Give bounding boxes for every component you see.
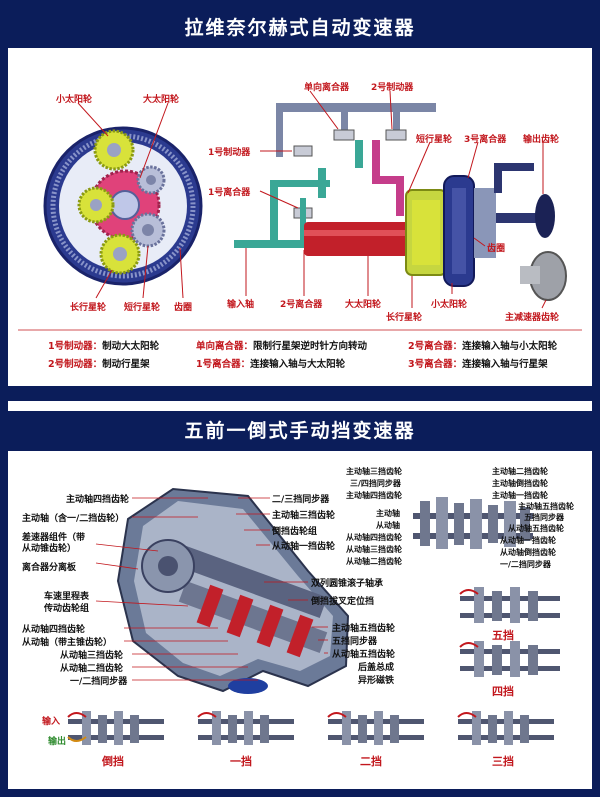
label-ring-right: 齿圈 xyxy=(487,244,506,254)
label-differential: 差速器组件（带 xyxy=(22,533,86,543)
label-output: 输出 xyxy=(48,737,67,747)
label-short-planet-right: 短行星轮 xyxy=(416,135,453,145)
label-r-driven-2nd: 从动轴二挡齿轮 xyxy=(346,557,402,566)
third-gear-diagram xyxy=(457,711,554,745)
legend-clutch-3: 3号离合器：连接输入轴与行星架 xyxy=(408,359,548,370)
caption-reverse-gear: 倒挡 xyxy=(102,755,124,768)
label-brake-1: 1号制动器 xyxy=(208,148,251,158)
label-drive-4th-gear: 主动轴四挡齿轮 xyxy=(66,495,130,505)
caption-fifth-gear: 五挡 xyxy=(492,629,514,642)
label-speedometer-2: 传动齿轮组 xyxy=(44,604,90,614)
legend-brake-1: 1号制动器：制动大太阳轮 xyxy=(48,341,160,352)
label-r-drive-4th: 主动轴四挡齿轮 xyxy=(346,491,402,500)
legend-one-way-clutch: 单向离合器：限制行星架逆时针方向转动 xyxy=(196,341,368,352)
label-clutch-release: 离合器分离板 xyxy=(22,563,77,573)
label-r-synchro-3-4: 三/四挡同步器 xyxy=(350,479,401,488)
label-r-driven-4th: 从动轴四挡齿轮 xyxy=(346,533,402,542)
label-driven-2nd-gear: 从动轴二挡齿轮 xyxy=(60,664,124,674)
caption-fourth-gear: 四挡 xyxy=(492,685,514,698)
label-reverse-gear-set: 倒挡齿轮组 xyxy=(272,527,318,537)
label-output-gear: 输出齿轮 xyxy=(523,135,560,145)
label-tapered-bearing: 双列圆锥滚子轴承 xyxy=(311,579,384,589)
label-drive-3rd-gear: 主动轴三挡齿轮 xyxy=(272,511,336,521)
label-driven-1st-gear: 从动轴一挡齿轮 xyxy=(272,542,336,552)
label-long-planet: 长行星轮 xyxy=(70,303,107,313)
label-driven-3rd-gear: 从动轴三挡齿轮 xyxy=(60,651,124,661)
label-big-sun: 大太阳轮 xyxy=(143,95,180,105)
label-synchro-5th: 五挡同步器 xyxy=(332,637,378,647)
label-clutch-1: 1号离合器 xyxy=(208,188,251,198)
label-r-driven-5th: 从动轴五挡齿轮 xyxy=(508,524,564,533)
label-speedometer: 车速里程表 xyxy=(44,592,90,602)
label-r-drive-reverse: 主动轴倒挡齿轮 xyxy=(492,479,548,488)
label-synchro-2-3: 二/三挡同步器 xyxy=(272,495,330,505)
label-long-planet-right: 长行星轮 xyxy=(386,313,423,323)
auto-transmission-illustration xyxy=(18,90,582,331)
label-r-synchro-5th: 五挡同步器 xyxy=(524,513,564,522)
label-driven-4th-gear: 从动轴四挡齿轮 xyxy=(22,625,86,635)
label-small-sun-right: 小太阳轮 xyxy=(431,300,468,310)
label-r-driven-reverse: 从动轴倒挡齿轮 xyxy=(500,548,556,557)
legend-brake-2: 2号制动器：制动行星架 xyxy=(48,359,150,370)
label-one-way-clutch: 单向离合器 xyxy=(304,83,350,93)
label-ring: 齿圈 xyxy=(174,303,193,313)
fourth-gear-diagram xyxy=(459,641,560,677)
caption-third-gear: 三挡 xyxy=(492,755,514,768)
label-r-drive-5th: 主动轴五挡齿轮 xyxy=(518,502,574,511)
label-r-drive-1st: 主动轴一挡齿轮 xyxy=(492,491,548,500)
exploded-gearset-drawing xyxy=(413,497,533,549)
label-reverse-fork-stop: 倒挡拔叉定位挡 xyxy=(311,597,375,607)
label-magnet: 异形磁铁 xyxy=(358,676,395,686)
label-input-shaft: 输入轴 xyxy=(227,300,255,310)
label-short-planet: 短行星轮 xyxy=(124,303,161,313)
label-rear-cover: 后盖总成 xyxy=(358,663,395,673)
label-driven-shaft: 从动轴（带主锥齿轮） xyxy=(22,638,113,648)
first-gear-diagram xyxy=(197,711,294,745)
label-differential-2: 从动锥齿轮） xyxy=(22,544,77,554)
manual-transmission-illustration xyxy=(67,487,560,745)
fifth-gear-diagram xyxy=(459,587,560,623)
label-brake-2: 2号制动器 xyxy=(371,83,414,93)
manual-transmission-title: 五前一倒式手动挡变速器 xyxy=(8,411,592,451)
label-drive-5th-gear: 主动轴五挡齿轮 xyxy=(332,624,396,634)
label-r-driven-1st: 从动轴一挡齿轮 xyxy=(500,536,556,545)
caption-first-gear: 一挡 xyxy=(230,755,252,768)
label-input: 输入 xyxy=(42,717,61,727)
legend-clutch-1: 1号离合器：连接输入轴与大太阳轮 xyxy=(196,359,346,370)
label-small-sun: 小太阳轮 xyxy=(56,95,93,105)
label-big-sun-right: 大太阳轮 xyxy=(345,300,382,310)
label-synchro-1-2: 一/二挡同步器 xyxy=(70,677,128,687)
bottom-leader-lines xyxy=(95,497,328,681)
planetary-gearset-drawing xyxy=(43,102,203,299)
label-r-drive-shaft: 主动轴 xyxy=(376,509,400,518)
label-final-drive-gear: 主减速器齿轮 xyxy=(505,313,560,323)
label-r-synchro-1-2: 一/二挡同步器 xyxy=(500,560,551,569)
label-driven-5th-gear: 从动轴五挡齿轮 xyxy=(332,650,396,660)
auto-transmission-panel: 拉维奈尔赫式自动变速器 xyxy=(6,6,594,388)
label-r-driven-3rd: 从动轴三挡齿轮 xyxy=(346,545,402,554)
gearbox-cutaway-drawing xyxy=(116,487,350,694)
label-clutch-3: 3号离合器 xyxy=(464,135,507,145)
transmission-schematic-drawing xyxy=(234,90,567,309)
label-r-driven-shaft: 从动轴 xyxy=(376,521,400,530)
reverse-gear-diagram xyxy=(67,711,164,745)
auto-transmission-title: 拉维奈尔赫式自动变速器 xyxy=(8,8,592,48)
label-r-drive-2nd: 主动轴二挡齿轮 xyxy=(492,467,548,476)
legend-clutch-2: 2号离合器：连接输入轴与小太阳轮 xyxy=(408,341,558,352)
second-gear-diagram xyxy=(327,711,424,745)
label-r-drive-3rd: 主动轴三挡齿轮 xyxy=(346,467,402,476)
label-drive-shaft: 主动轴（含一/二挡齿轮） xyxy=(22,514,125,524)
caption-second-gear: 二挡 xyxy=(360,755,382,768)
label-clutch-2: 2号离合器 xyxy=(280,300,323,310)
manual-transmission-panel: 五前一倒式手动挡变速器 xyxy=(6,399,594,791)
